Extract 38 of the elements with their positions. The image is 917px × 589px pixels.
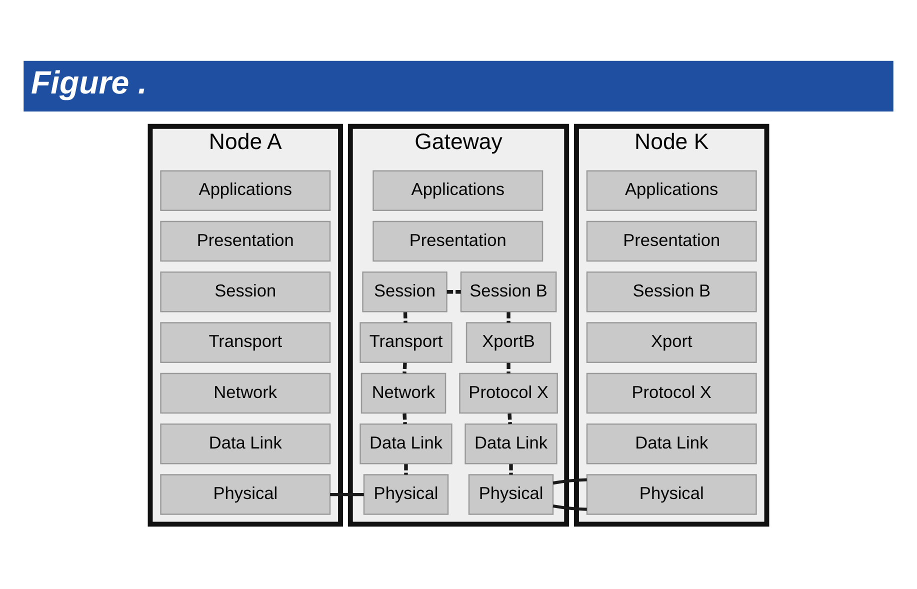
node-box: Data Link: [464, 422, 558, 464]
connector: [446, 290, 461, 294]
node-box: Protocol X: [586, 372, 757, 414]
node-box: Presentation: [372, 220, 544, 262]
node-box: Session B: [460, 271, 557, 312]
node-box: Data Link: [360, 422, 452, 464]
node-box: Transport: [160, 322, 331, 362]
node-box: Session: [160, 271, 331, 312]
connector: [402, 362, 407, 373]
node-box: Protocol X: [459, 372, 558, 414]
node-box: Applications: [372, 170, 544, 210]
node-box: XportB: [466, 322, 552, 362]
connector: [509, 464, 513, 474]
node-box: Applications: [586, 170, 757, 210]
node-box: Presentation: [586, 220, 757, 262]
node-box: Physical: [468, 474, 554, 514]
node-box: Transport: [360, 322, 452, 362]
node-box: Physical: [160, 474, 331, 514]
node-box: Applications: [160, 170, 331, 210]
node-box: Presentation: [160, 220, 331, 262]
node-box: Physical: [363, 474, 449, 514]
node-box: Session: [362, 271, 448, 312]
connector: [402, 412, 407, 424]
node-box: Session B: [586, 271, 757, 312]
node-box: Data Link: [586, 422, 757, 464]
connector: [506, 362, 510, 373]
node-box: Physical: [586, 474, 757, 514]
connector: [404, 464, 408, 474]
node-box: Xport: [586, 322, 757, 362]
node-box: Network: [360, 372, 446, 414]
node-box: Data Link: [160, 422, 331, 464]
connector: [552, 478, 587, 510]
connector: [508, 412, 512, 424]
connector: [506, 312, 510, 322]
node-box: Network: [160, 372, 331, 414]
connector: [330, 492, 364, 496]
connector: [403, 312, 408, 322]
diagram-title: Figure .: [31, 64, 148, 100]
